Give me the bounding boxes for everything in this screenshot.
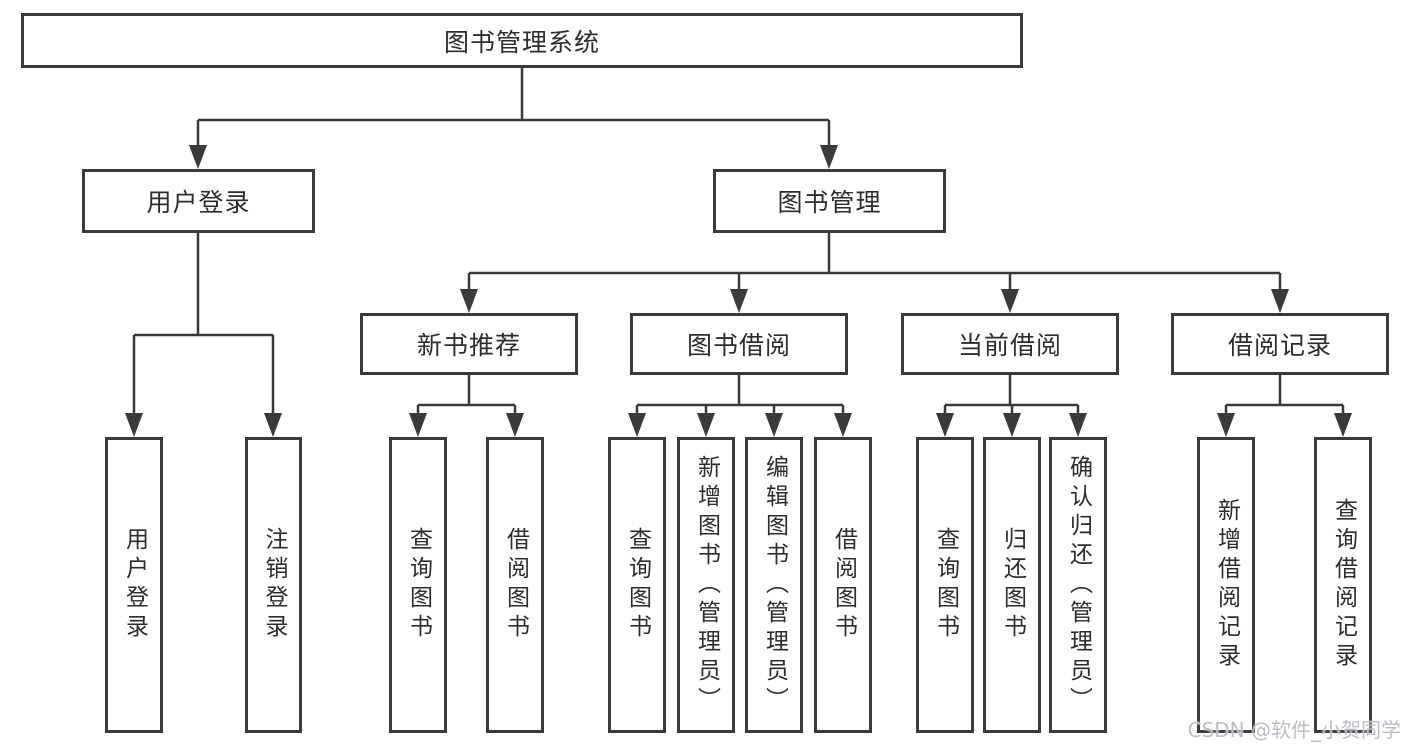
leaf-query-borrow-record: 查询借阅记录 — [1314, 437, 1372, 733]
node-new-book-recommend: 新书推荐 — [360, 313, 578, 375]
leaf-query-books-current-label: 查询图书 — [932, 527, 959, 643]
leaf-confirm-return-admin-label: 确认归还（管理员） — [1065, 454, 1092, 716]
node-new-book-recommend-label: 新书推荐 — [416, 331, 521, 360]
connector-borrow-records-children — [1217, 375, 1352, 437]
leaf-add-borrow-record: 新增借阅记录 — [1197, 437, 1255, 733]
leaf-add-book-admin-label: 新增图书（管理员） — [693, 454, 720, 716]
leaf-edit-book-admin: 编辑图书（管理员） — [745, 437, 803, 733]
connector-book-management-children — [460, 233, 1289, 313]
node-current-borrowing: 当前借阅 — [901, 313, 1119, 375]
node-root: 图书管理系统 — [21, 13, 1023, 68]
leaf-logout-label: 注销登录 — [261, 527, 287, 643]
leaf-borrow-books-recommend: 借阅图书 — [486, 437, 544, 733]
leaf-query-books-current: 查询图书 — [916, 437, 974, 733]
node-root-label: 图书管理系统 — [443, 27, 600, 57]
leaf-user-login: 用户登录 — [105, 437, 163, 733]
node-book-management: 图书管理 — [713, 169, 946, 233]
leaf-return-book: 归还图书 — [983, 437, 1041, 733]
leaf-return-book-label: 归还图书 — [999, 527, 1026, 643]
node-book-management-label: 图书管理 — [777, 188, 882, 217]
connector-root-to-level2 — [189, 68, 838, 169]
csdn-watermark: CSDN @软件_小贺同学 — [1187, 718, 1401, 742]
leaf-query-books-recommend: 查询图书 — [389, 437, 447, 733]
leaf-add-book-admin: 新增图书（管理员） — [677, 437, 735, 733]
leaf-query-books-recommend-label: 查询图书 — [405, 527, 432, 643]
node-borrowing-records-label: 借阅记录 — [1227, 331, 1332, 360]
leaf-logout: 注销登录 — [245, 437, 302, 733]
leaf-query-books-borrow: 查询图书 — [608, 437, 666, 733]
node-current-borrowing-label: 当前借阅 — [957, 331, 1062, 360]
leaf-user-login-label: 用户登录 — [121, 527, 148, 643]
leaf-add-borrow-record-label: 新增借阅记录 — [1213, 498, 1240, 672]
connector-user-login-children — [125, 233, 282, 437]
leaf-borrow-books: 借阅图书 — [814, 437, 872, 733]
leaf-confirm-return-admin: 确认归还（管理员） — [1049, 437, 1107, 733]
leaf-query-books-borrow-label: 查询图书 — [624, 527, 651, 643]
connector-current-borrow-children — [936, 375, 1087, 437]
connector-book-borrow-children — [628, 375, 852, 437]
node-user-login-label: 用户登录 — [146, 188, 251, 217]
node-user-login: 用户登录 — [82, 169, 315, 233]
leaf-query-borrow-record-label: 查询借阅记录 — [1330, 498, 1357, 672]
leaf-borrow-books-recommend-label: 借阅图书 — [502, 527, 529, 643]
leaf-borrow-books-label: 借阅图书 — [830, 527, 857, 643]
node-book-borrowing: 图书借阅 — [630, 313, 848, 375]
leaf-edit-book-admin-label: 编辑图书（管理员） — [761, 454, 788, 716]
node-book-borrowing-label: 图书借阅 — [686, 331, 791, 360]
connector-new-book-children — [409, 375, 524, 437]
node-borrowing-records: 借阅记录 — [1171, 313, 1389, 375]
